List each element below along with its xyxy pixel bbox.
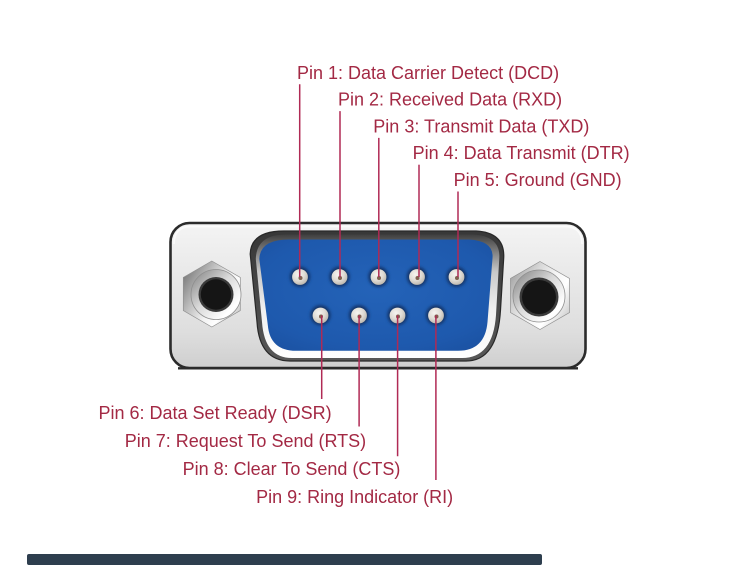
svg-text:Pin 8: Clear To Send (CTS): Pin 8: Clear To Send (CTS) bbox=[183, 459, 401, 479]
svg-text:Pin 1: Data Carrier Detect (DC: Pin 1: Data Carrier Detect (DCD) bbox=[297, 63, 559, 83]
svg-text:Pin 2: Received Data (RXD): Pin 2: Received Data (RXD) bbox=[338, 90, 562, 110]
svg-text:Pin 5: Ground (GND): Pin 5: Ground (GND) bbox=[454, 170, 622, 190]
svg-text:Pin 4: Data Transmit (DTR): Pin 4: Data Transmit (DTR) bbox=[413, 143, 630, 163]
svg-text:Pin 9: Ring Indicator (RI): Pin 9: Ring Indicator (RI) bbox=[256, 487, 453, 507]
svg-text:Pin 3: Transmit Data (TXD): Pin 3: Transmit Data (TXD) bbox=[373, 116, 589, 136]
svg-text:Pin 6: Data Set Ready (DSR): Pin 6: Data Set Ready (DSR) bbox=[99, 403, 332, 423]
svg-text:Pin 7: Request To Send (RTS): Pin 7: Request To Send (RTS) bbox=[125, 431, 366, 451]
